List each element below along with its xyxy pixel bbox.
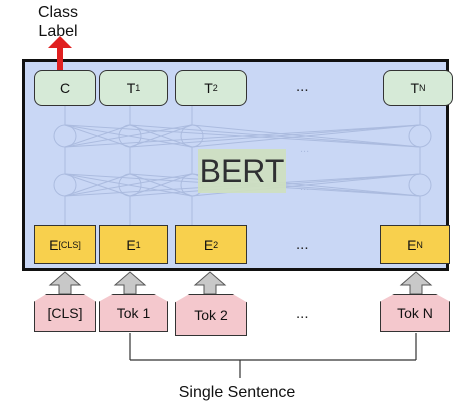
svg-text:...: ...: [300, 181, 309, 193]
output-tn-label: T: [410, 80, 420, 96]
class-label-line1: Class: [37, 4, 78, 21]
bert-label: BERT: [198, 149, 286, 193]
class-label: Class Label: [28, 3, 88, 41]
output-tn-sub: N: [419, 83, 426, 93]
output-t1-label: T: [126, 80, 136, 96]
output-t2-sub: 2: [212, 83, 218, 93]
token-1: Tok 1: [99, 294, 168, 332]
token-ellipsis: ...: [296, 305, 309, 322]
class-output-arrow: [48, 36, 72, 70]
sentence-bracket: [129, 333, 417, 378]
embedding-ellipsis: ...: [296, 236, 309, 253]
token-2: Tok 2: [175, 294, 247, 336]
embedding-en-sub: N: [416, 239, 423, 250]
output-c: C: [34, 70, 96, 106]
embedding-cls-sub: [CLS]: [58, 239, 81, 250]
output-ellipsis: ...: [296, 78, 309, 95]
embedding-e1-label: E: [126, 236, 136, 253]
output-t2-label: T: [204, 80, 213, 96]
class-label-line2: Label: [38, 23, 78, 40]
embedding-en-label: E: [407, 236, 417, 253]
embedding-e1-sub: 1: [135, 239, 141, 250]
token-n: Tok N: [380, 294, 450, 332]
svg-text:...: ...: [300, 143, 309, 155]
output-t1-sub: 1: [135, 83, 141, 93]
embedding-e2-label: E: [203, 236, 214, 253]
embedding-cls: E[CLS]: [34, 225, 96, 264]
embedding-e2-sub: 2: [213, 239, 219, 250]
embedding-cls-label: E: [49, 236, 59, 253]
token-to-embedding-arrows: [48, 271, 433, 295]
input-caption: Single Sentence: [178, 384, 296, 401]
token-cls: [CLS]: [34, 294, 96, 332]
output-c-label: C: [59, 80, 71, 96]
